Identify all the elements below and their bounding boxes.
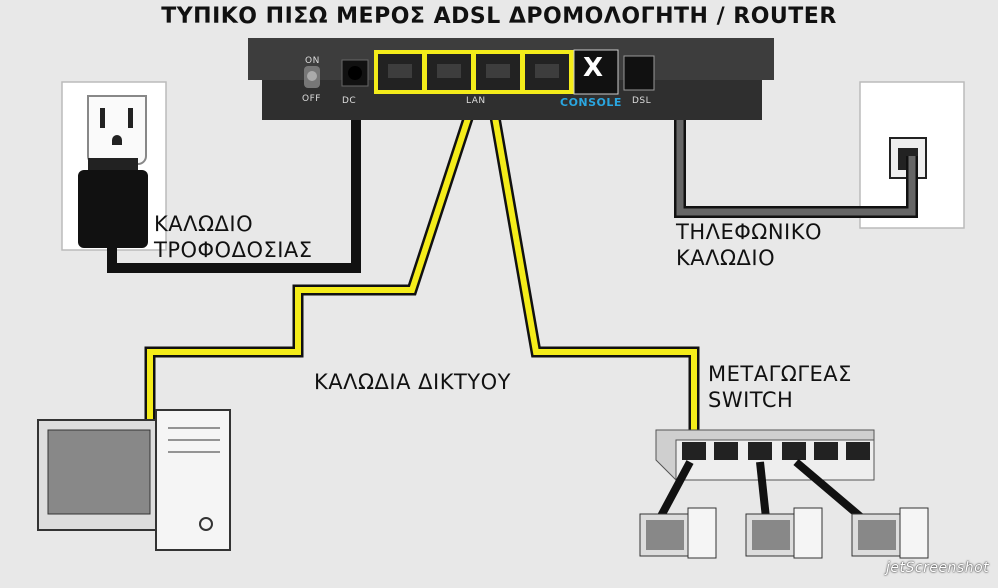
network-cable-to-pc — [144, 98, 480, 425]
phone-cable-label-1: ΤΗΛΕΦΩΝΙΚΟ — [676, 220, 823, 244]
power-adapter-icon — [78, 158, 148, 248]
console-x-mark: X — [583, 53, 604, 83]
computer-icon — [37, 409, 231, 551]
router-icon — [248, 38, 774, 120]
power-cable-label-2: ΤΡΟΦΟΔΟΣΙΑΣ — [154, 238, 313, 262]
network-cables-label: ΚΑΛΩΔΙΑ ΔΙΚΤΥΟΥ — [314, 370, 511, 394]
network-cable-to-switch — [486, 99, 700, 442]
switch-label-2: SWITCH — [708, 388, 794, 412]
router-off-label: OFF — [302, 94, 321, 104]
router-dsl-label: DSL — [632, 96, 652, 106]
switch-label-1: ΜΕΤΑΓΩΓΕΑΣ — [708, 362, 852, 386]
phone-cable-label-2: ΚΑΛΩΔΙΟ — [676, 246, 776, 270]
power-cable-label-1: ΚΑΛΩΔΙΟ — [154, 212, 254, 236]
switch-icon — [655, 429, 875, 522]
computer-icon — [745, 507, 823, 559]
watermark: jetScreenshot — [886, 560, 990, 576]
computer-icon — [851, 507, 929, 559]
router-lan-label: LAN — [466, 96, 486, 106]
power-cable — [107, 74, 361, 273]
diagram-title: ΤΥΠΙΚΟ ΠΙΣΩ ΜΕΡΟΣ ADSL ΔΡΟΜΟΛΟΓΗΤΗ / ROU… — [161, 4, 837, 29]
computer-icon — [639, 507, 717, 559]
router-on-label: ON — [305, 56, 320, 66]
router-console-label: CONSOLE — [560, 96, 622, 109]
router-dc-label: DC — [342, 96, 357, 106]
